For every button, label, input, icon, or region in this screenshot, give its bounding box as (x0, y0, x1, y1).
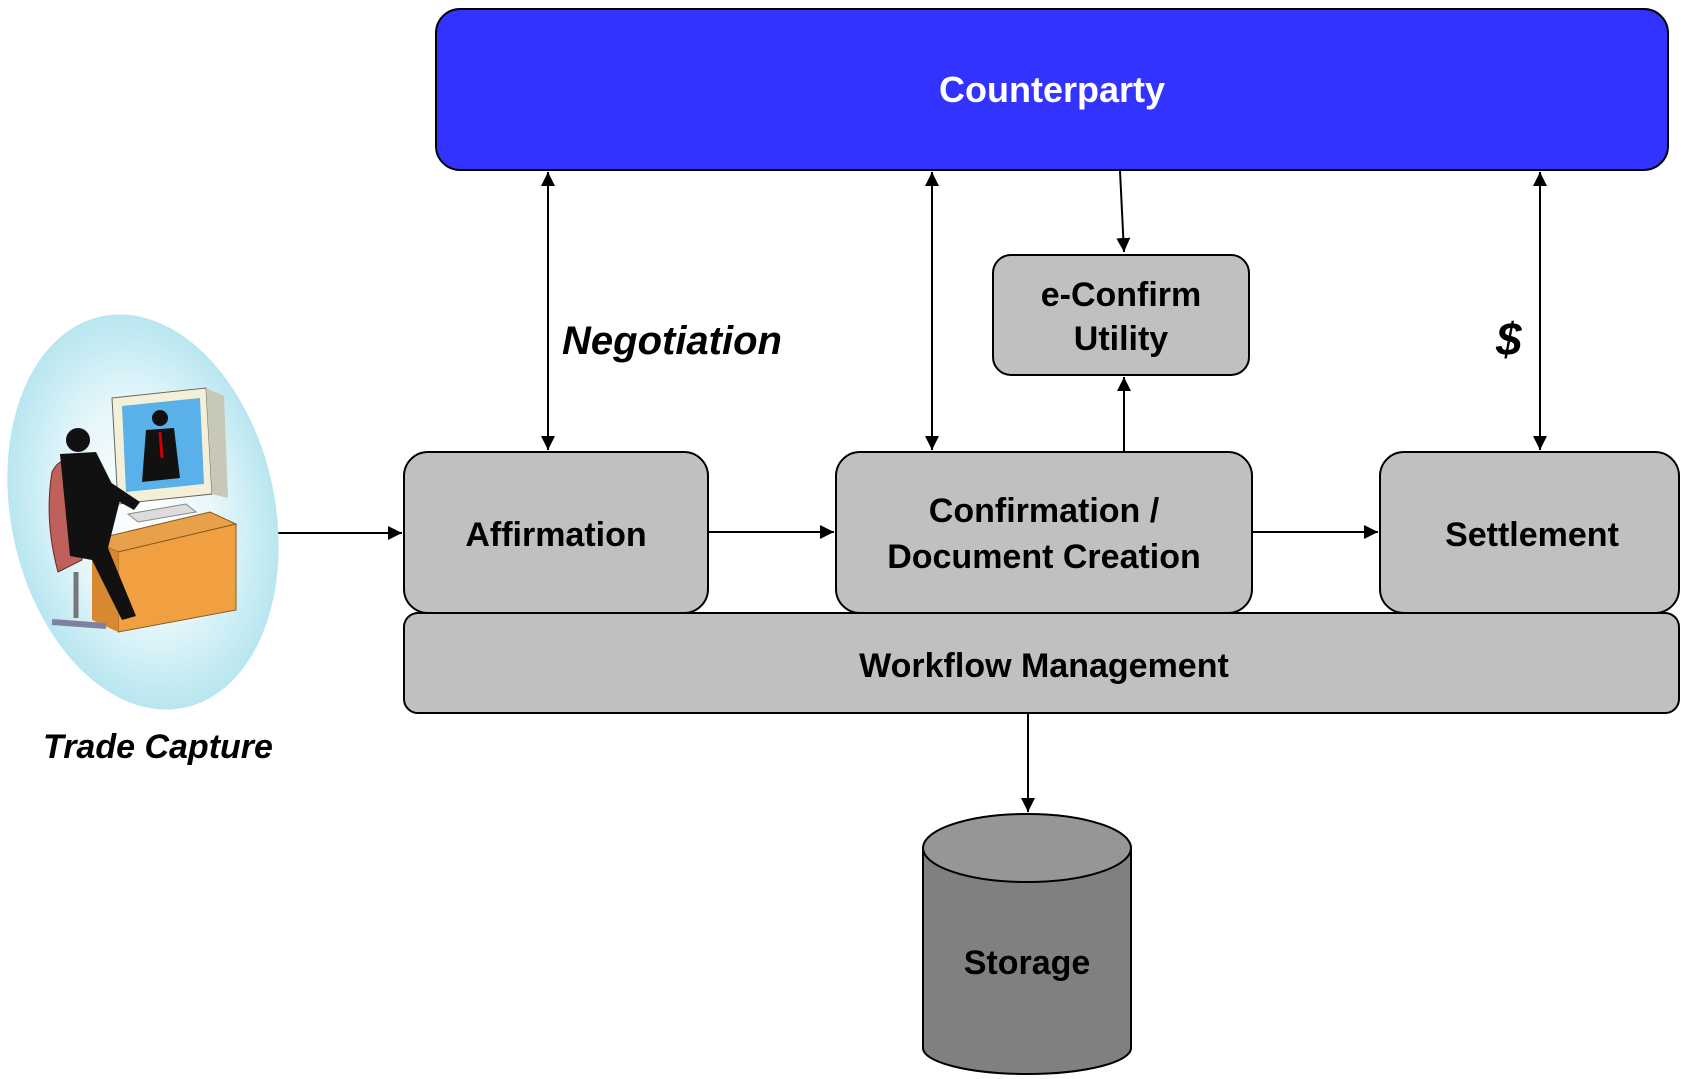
affirmation-box: Affirmation (403, 451, 709, 614)
dollar-label: $ (1495, 313, 1522, 365)
confirmation-label-line2: Document Creation (887, 538, 1201, 576)
affirmation-label: Affirmation (465, 516, 646, 554)
confirmation-box: Confirmation / Document Creation (835, 451, 1253, 614)
workflow-label: Workflow Management (859, 647, 1229, 685)
workflow-management-box: Workflow Management (403, 612, 1680, 714)
settlement-box: Settlement (1379, 451, 1680, 614)
businessman-at-computer-icon (7, 314, 279, 710)
arrow-counterparty-econfirm (1116, 170, 1131, 253)
trade-capture-label: Trade Capture (43, 728, 273, 766)
counterparty-box: Counterparty (435, 8, 1669, 171)
econfirm-label-line1: e-Confirm (1041, 276, 1202, 314)
confirmation-label-line1: Confirmation / (929, 492, 1160, 530)
econfirm-utility-box: e-Confirm Utility (992, 254, 1250, 376)
econfirm-label-line2: Utility (1074, 320, 1169, 358)
storage-cylinder: Storage (922, 813, 1132, 1075)
settlement-label: Settlement (1445, 516, 1619, 554)
negotiation-label: Negotiation (562, 319, 782, 363)
counterparty-label: Counterparty (939, 69, 1165, 110)
storage-label: Storage (964, 944, 1091, 982)
